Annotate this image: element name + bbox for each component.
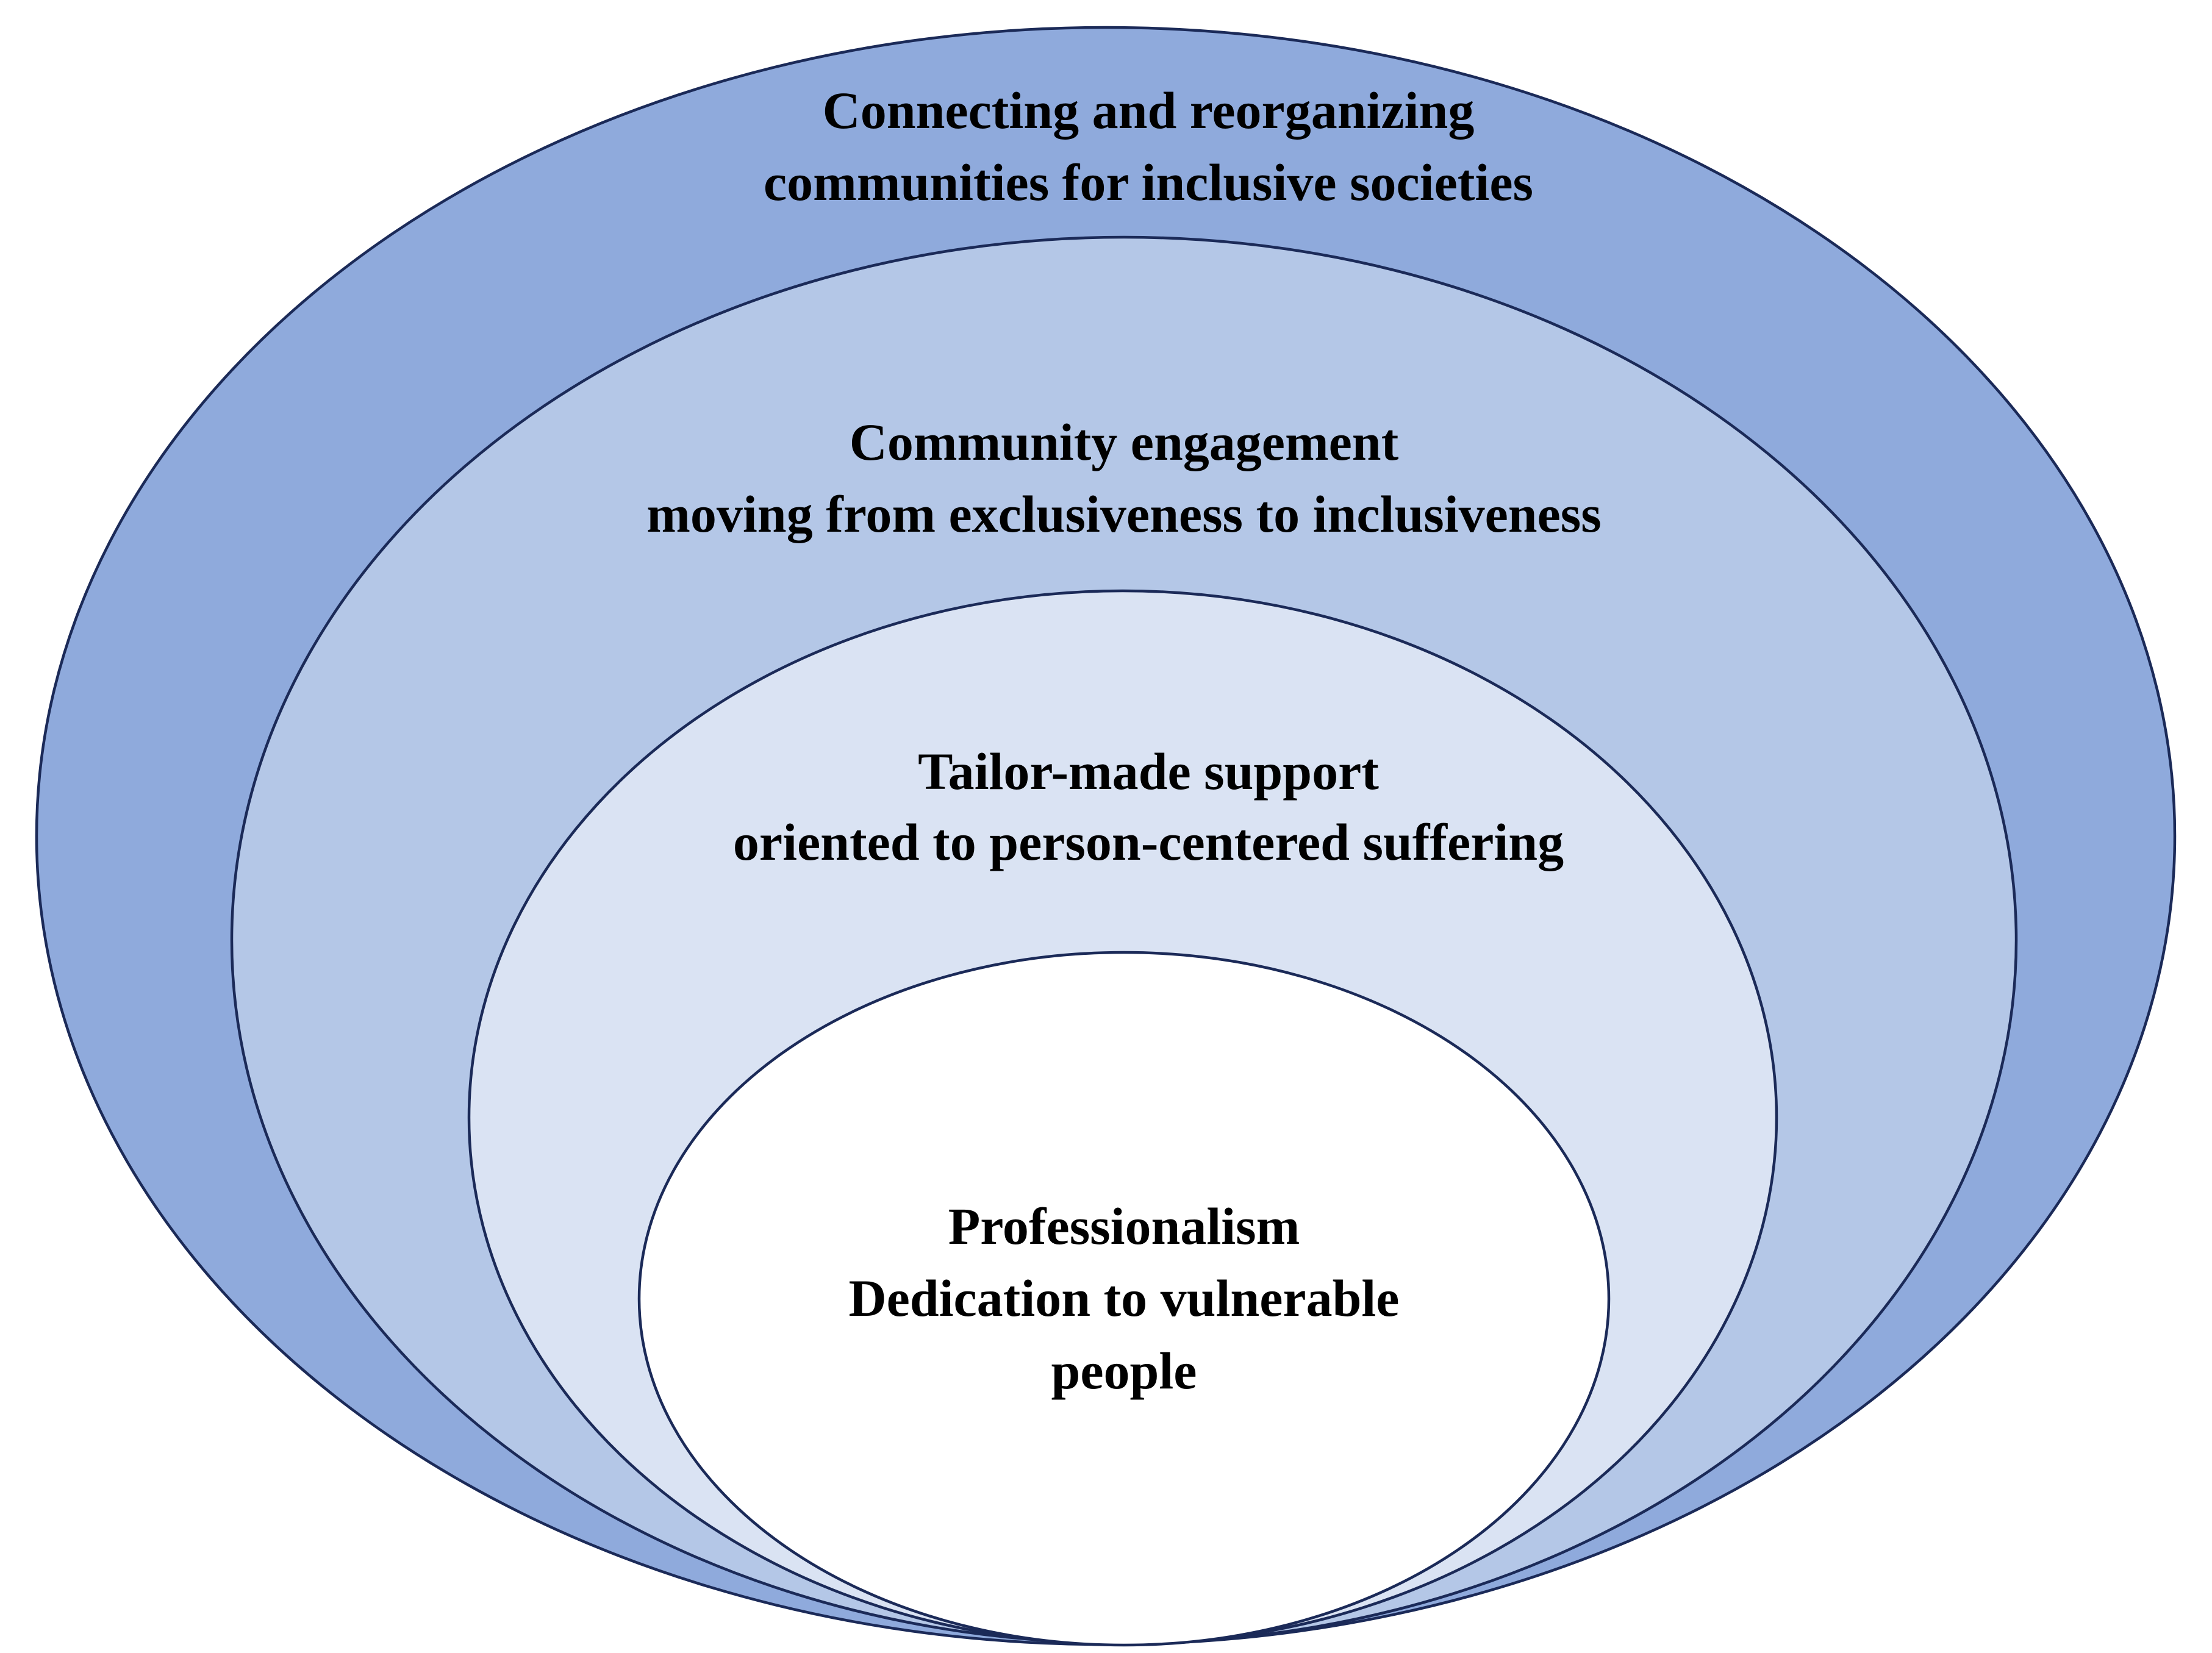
outer-layer-label-line-2: communities for inclusive societies bbox=[764, 153, 1533, 212]
core-layer-ellipse bbox=[637, 951, 1611, 1647]
core-layer-label-line-1: Professionalism bbox=[948, 1197, 1300, 1255]
second-layer-label-line-1: Community engagement bbox=[850, 413, 1399, 471]
core-layer-label-line-3: people bbox=[1051, 1341, 1197, 1400]
outer-layer-label-line-1: Connecting and reorganizing bbox=[823, 81, 1475, 140]
core-layer-label-line-2: Dedication to vulnerable bbox=[849, 1269, 1400, 1327]
third-layer-label-line-1: Tailor-made support bbox=[918, 742, 1379, 801]
third-layer-label-line-2: oriented to person-centered suffering bbox=[733, 813, 1564, 871]
second-layer-label-line-2: moving from exclusiveness to inclusivene… bbox=[646, 485, 1602, 543]
